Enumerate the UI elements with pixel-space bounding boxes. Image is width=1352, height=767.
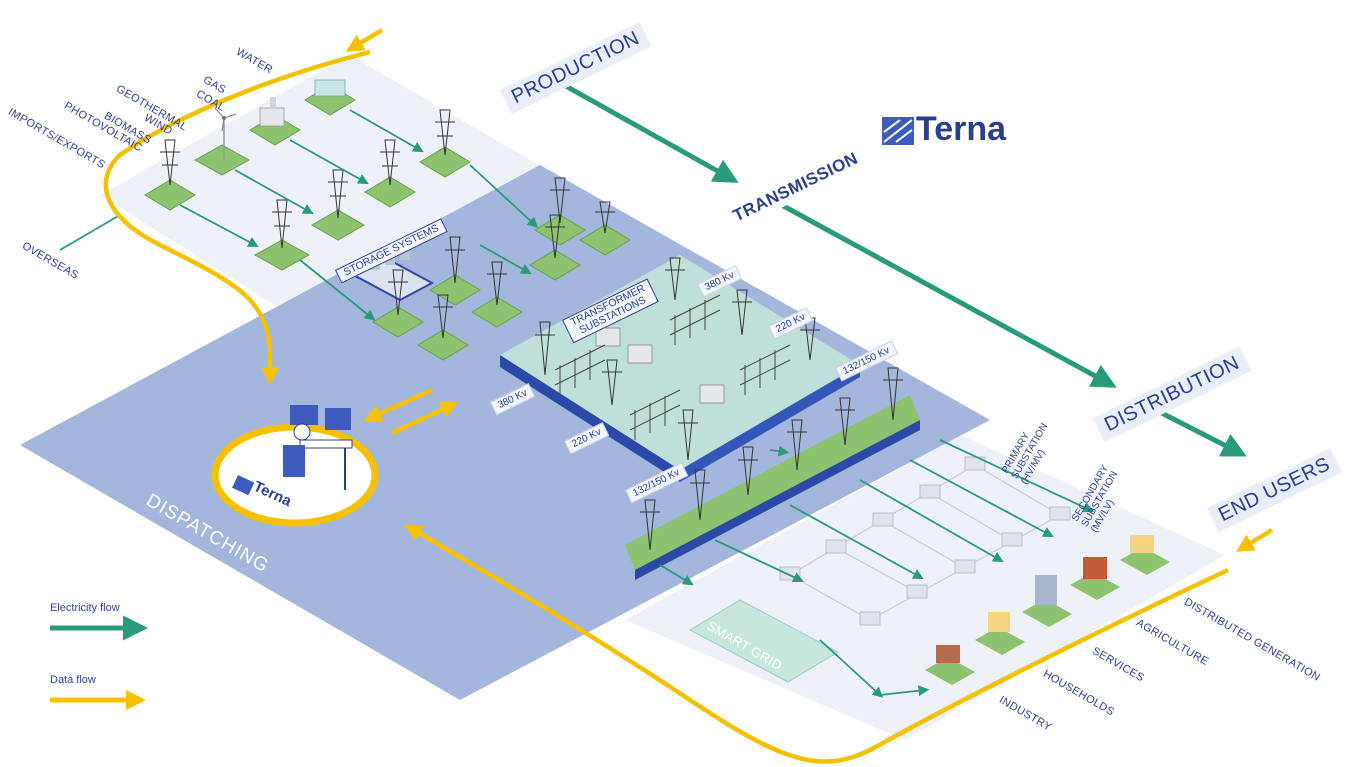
busbar-frames [554,294,791,440]
end-user-tiles [925,535,1170,685]
power-plants [214,79,346,160]
terna-logo-text: Terna [916,110,1007,148]
terna-small-logo-mark [232,474,255,496]
legend-electricity-label: Electricity flow [50,602,120,614]
tower-strip [625,395,920,570]
smart-grid-tile [688,599,840,683]
operator-desk [283,405,353,490]
legend [50,615,148,710]
transmission-towers [160,109,903,551]
production-area [100,55,590,340]
data-flows [103,28,1274,764]
terna-logo-mark [882,117,914,145]
transformers [595,327,725,404]
electricity-flows [179,109,1094,698]
legend-data-label: Data flow [50,674,96,686]
